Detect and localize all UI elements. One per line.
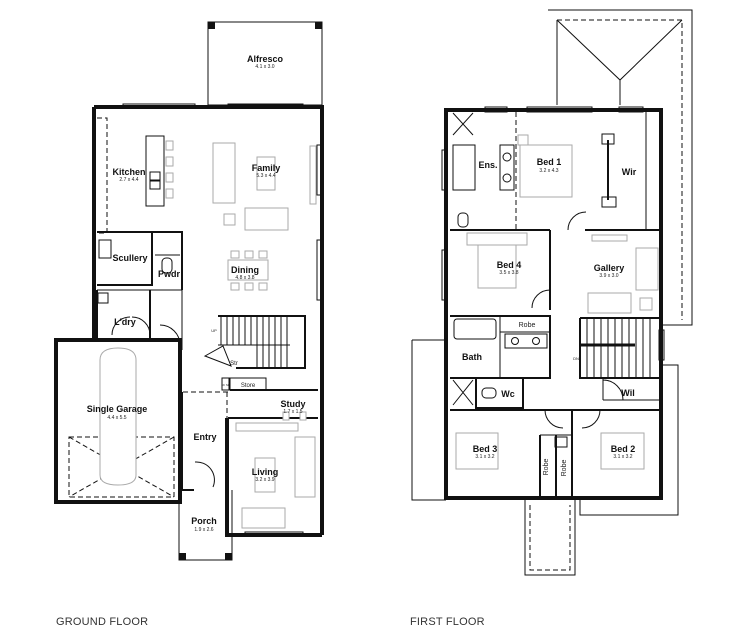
svg-text:3.2 x 3.9: 3.2 x 3.9 bbox=[255, 477, 274, 483]
room-label-str: Str bbox=[230, 361, 238, 367]
ground-floor-caption: GROUND FLOOR bbox=[56, 616, 149, 628]
roof-outline bbox=[548, 9, 693, 326]
room-label-porch: Porch bbox=[191, 516, 217, 526]
room-label-scullery: Scullery bbox=[112, 253, 147, 263]
svg-text:3.1 x 3.2: 3.1 x 3.2 bbox=[475, 454, 494, 460]
room-label-robe: Robe bbox=[519, 322, 536, 329]
svg-text:3.1 x 3.2: 3.1 x 3.2 bbox=[613, 454, 632, 460]
room-label-alfresco: Alfresco bbox=[247, 54, 284, 64]
svg-text:4.1 x 3.0: 4.1 x 3.0 bbox=[255, 64, 274, 70]
svg-text:4.8 x 3.8: 4.8 x 3.8 bbox=[235, 275, 254, 281]
room-label-ensuite: Ens. bbox=[478, 160, 497, 170]
svg-text:1.9 x 2.6: 1.9 x 2.6 bbox=[194, 527, 213, 533]
svg-text:1.7 x 1.5: 1.7 x 1.5 bbox=[283, 409, 302, 415]
room-label-bed-1: Bed 1 bbox=[537, 157, 562, 167]
room-label-gallery: Gallery bbox=[594, 263, 625, 273]
svg-text:2.7 x 4.4: 2.7 x 4.4 bbox=[119, 177, 138, 183]
room-label-laundry: L'dry bbox=[114, 317, 136, 327]
stair-down-label: DN bbox=[573, 356, 579, 361]
stair-up-label: UP bbox=[211, 328, 217, 333]
room-label-entry: Entry bbox=[193, 432, 216, 442]
room-label-store: Store bbox=[241, 383, 256, 389]
room-label-wil: Wil bbox=[621, 388, 634, 398]
room-label-garage: Single Garage bbox=[87, 404, 148, 414]
first-floor-caption: FIRST FLOOR bbox=[410, 616, 485, 628]
room-label-bed-3: Bed 3 bbox=[473, 444, 498, 454]
ground-floor-plan: Alfresco 4.1 x 3.0 Kitchen 2.7 x 4.4 Fam… bbox=[54, 21, 324, 561]
room-label-robe-bed2: Robe bbox=[561, 460, 568, 477]
room-label-study: Study bbox=[280, 399, 305, 409]
room-label-bed-4: Bed 4 bbox=[497, 260, 522, 270]
exterior-wall bbox=[94, 105, 324, 535]
room-label-pwdr: Pwdr bbox=[158, 269, 181, 279]
room-label-bath: Bath bbox=[462, 352, 482, 362]
svg-text:4.4 x 5.5: 4.4 x 5.5 bbox=[107, 415, 126, 421]
room-label-bed-2: Bed 2 bbox=[611, 444, 636, 454]
room-label-robe-bed3: Robe bbox=[543, 459, 550, 476]
room-label-family: Family bbox=[252, 163, 281, 173]
room-label-wc: Wc bbox=[501, 389, 515, 399]
svg-text:3.2 x 4.3: 3.2 x 4.3 bbox=[539, 168, 558, 174]
room-label-wir: Wir bbox=[622, 167, 637, 177]
first-floor-plan: Ens. Bed 1 3.2 x 4.3 Wir Bed 4 3.5 x 3.8… bbox=[411, 9, 693, 576]
ch-st-label: Ch St bbox=[221, 383, 229, 387]
room-label-living: Living bbox=[252, 467, 279, 477]
svg-text:5.3 x 4.4: 5.3 x 4.4 bbox=[256, 173, 275, 179]
garage-wall bbox=[54, 338, 182, 504]
room-label-dining: Dining bbox=[231, 265, 259, 275]
first-floor-exterior bbox=[444, 108, 663, 500]
svg-text:3.5 x 3.8: 3.5 x 3.8 bbox=[499, 270, 518, 276]
svg-text:3.9 x 3.0: 3.9 x 3.0 bbox=[599, 273, 618, 279]
room-label-kitchen: Kitchen bbox=[112, 167, 145, 177]
car-symbol bbox=[99, 347, 137, 486]
